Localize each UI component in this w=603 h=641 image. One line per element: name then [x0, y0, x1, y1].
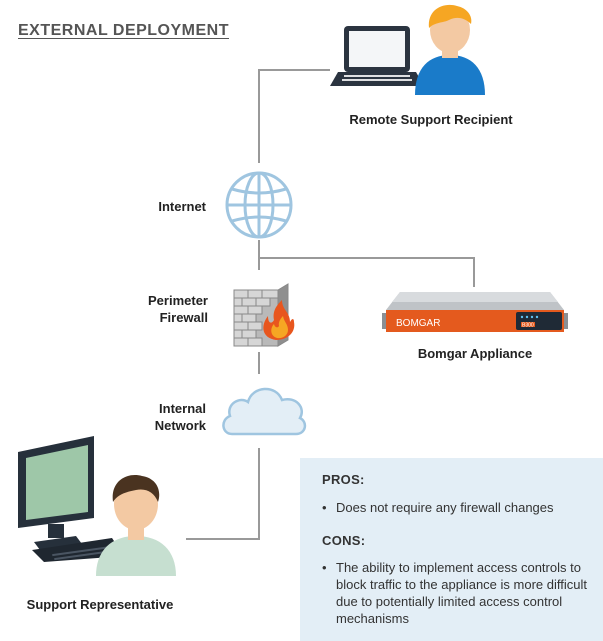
recipient-person-icon [415, 4, 485, 95]
connector-firewall-network [258, 352, 260, 374]
cons-item-text: The ability to implement access controls… [336, 560, 587, 626]
laptop-icon [330, 26, 424, 86]
globe-icon [225, 171, 293, 239]
desktop-computer-icon [18, 436, 124, 562]
pros-heading: PROS: [322, 472, 365, 487]
cons-item: • The ability to implement access contro… [322, 559, 596, 627]
bomgar-appliance-icon: BOMGAR B300 [382, 292, 568, 332]
representative-person-icon [96, 475, 176, 576]
representative-label: Support Representative [26, 597, 174, 612]
network-label-line2: Network [154, 418, 206, 433]
internet-label: Internet [158, 199, 206, 214]
cons-heading: CONS: [322, 533, 366, 548]
pros-cons-panel: PROS: • Does not require any firewall ch… [300, 458, 603, 641]
cloud-icon [222, 387, 307, 436]
connector-recipient-vertical [258, 69, 260, 163]
connector-internet-firewall [258, 240, 260, 270]
connector-recipient-horizontal [258, 69, 330, 71]
appliance-label: Bomgar Appliance [417, 346, 533, 361]
appliance-model-text: B300 [522, 323, 534, 329]
bullet-icon: • [322, 500, 327, 515]
firewall-icon [233, 283, 295, 347]
recipient-label: Remote Support Recipient [349, 112, 513, 127]
pros-item: • Does not require any firewall changes [322, 499, 603, 516]
connector-network-rep-vertical [258, 448, 260, 540]
firewall-label-line2: Firewall [159, 310, 208, 325]
firewall-label-line1: Perimeter [148, 293, 208, 308]
bullet-icon: • [322, 560, 327, 575]
connector-network-rep-horizontal [186, 538, 260, 540]
appliance-brand-text: BOMGAR [396, 318, 440, 329]
connector-appliance-horizontal [258, 257, 474, 259]
pros-item-text: Does not require any firewall changes [336, 500, 554, 515]
page-title: EXTERNAL DEPLOYMENT [18, 22, 229, 39]
connector-appliance-vertical [473, 257, 475, 287]
network-label-line1: Internal [159, 401, 206, 416]
